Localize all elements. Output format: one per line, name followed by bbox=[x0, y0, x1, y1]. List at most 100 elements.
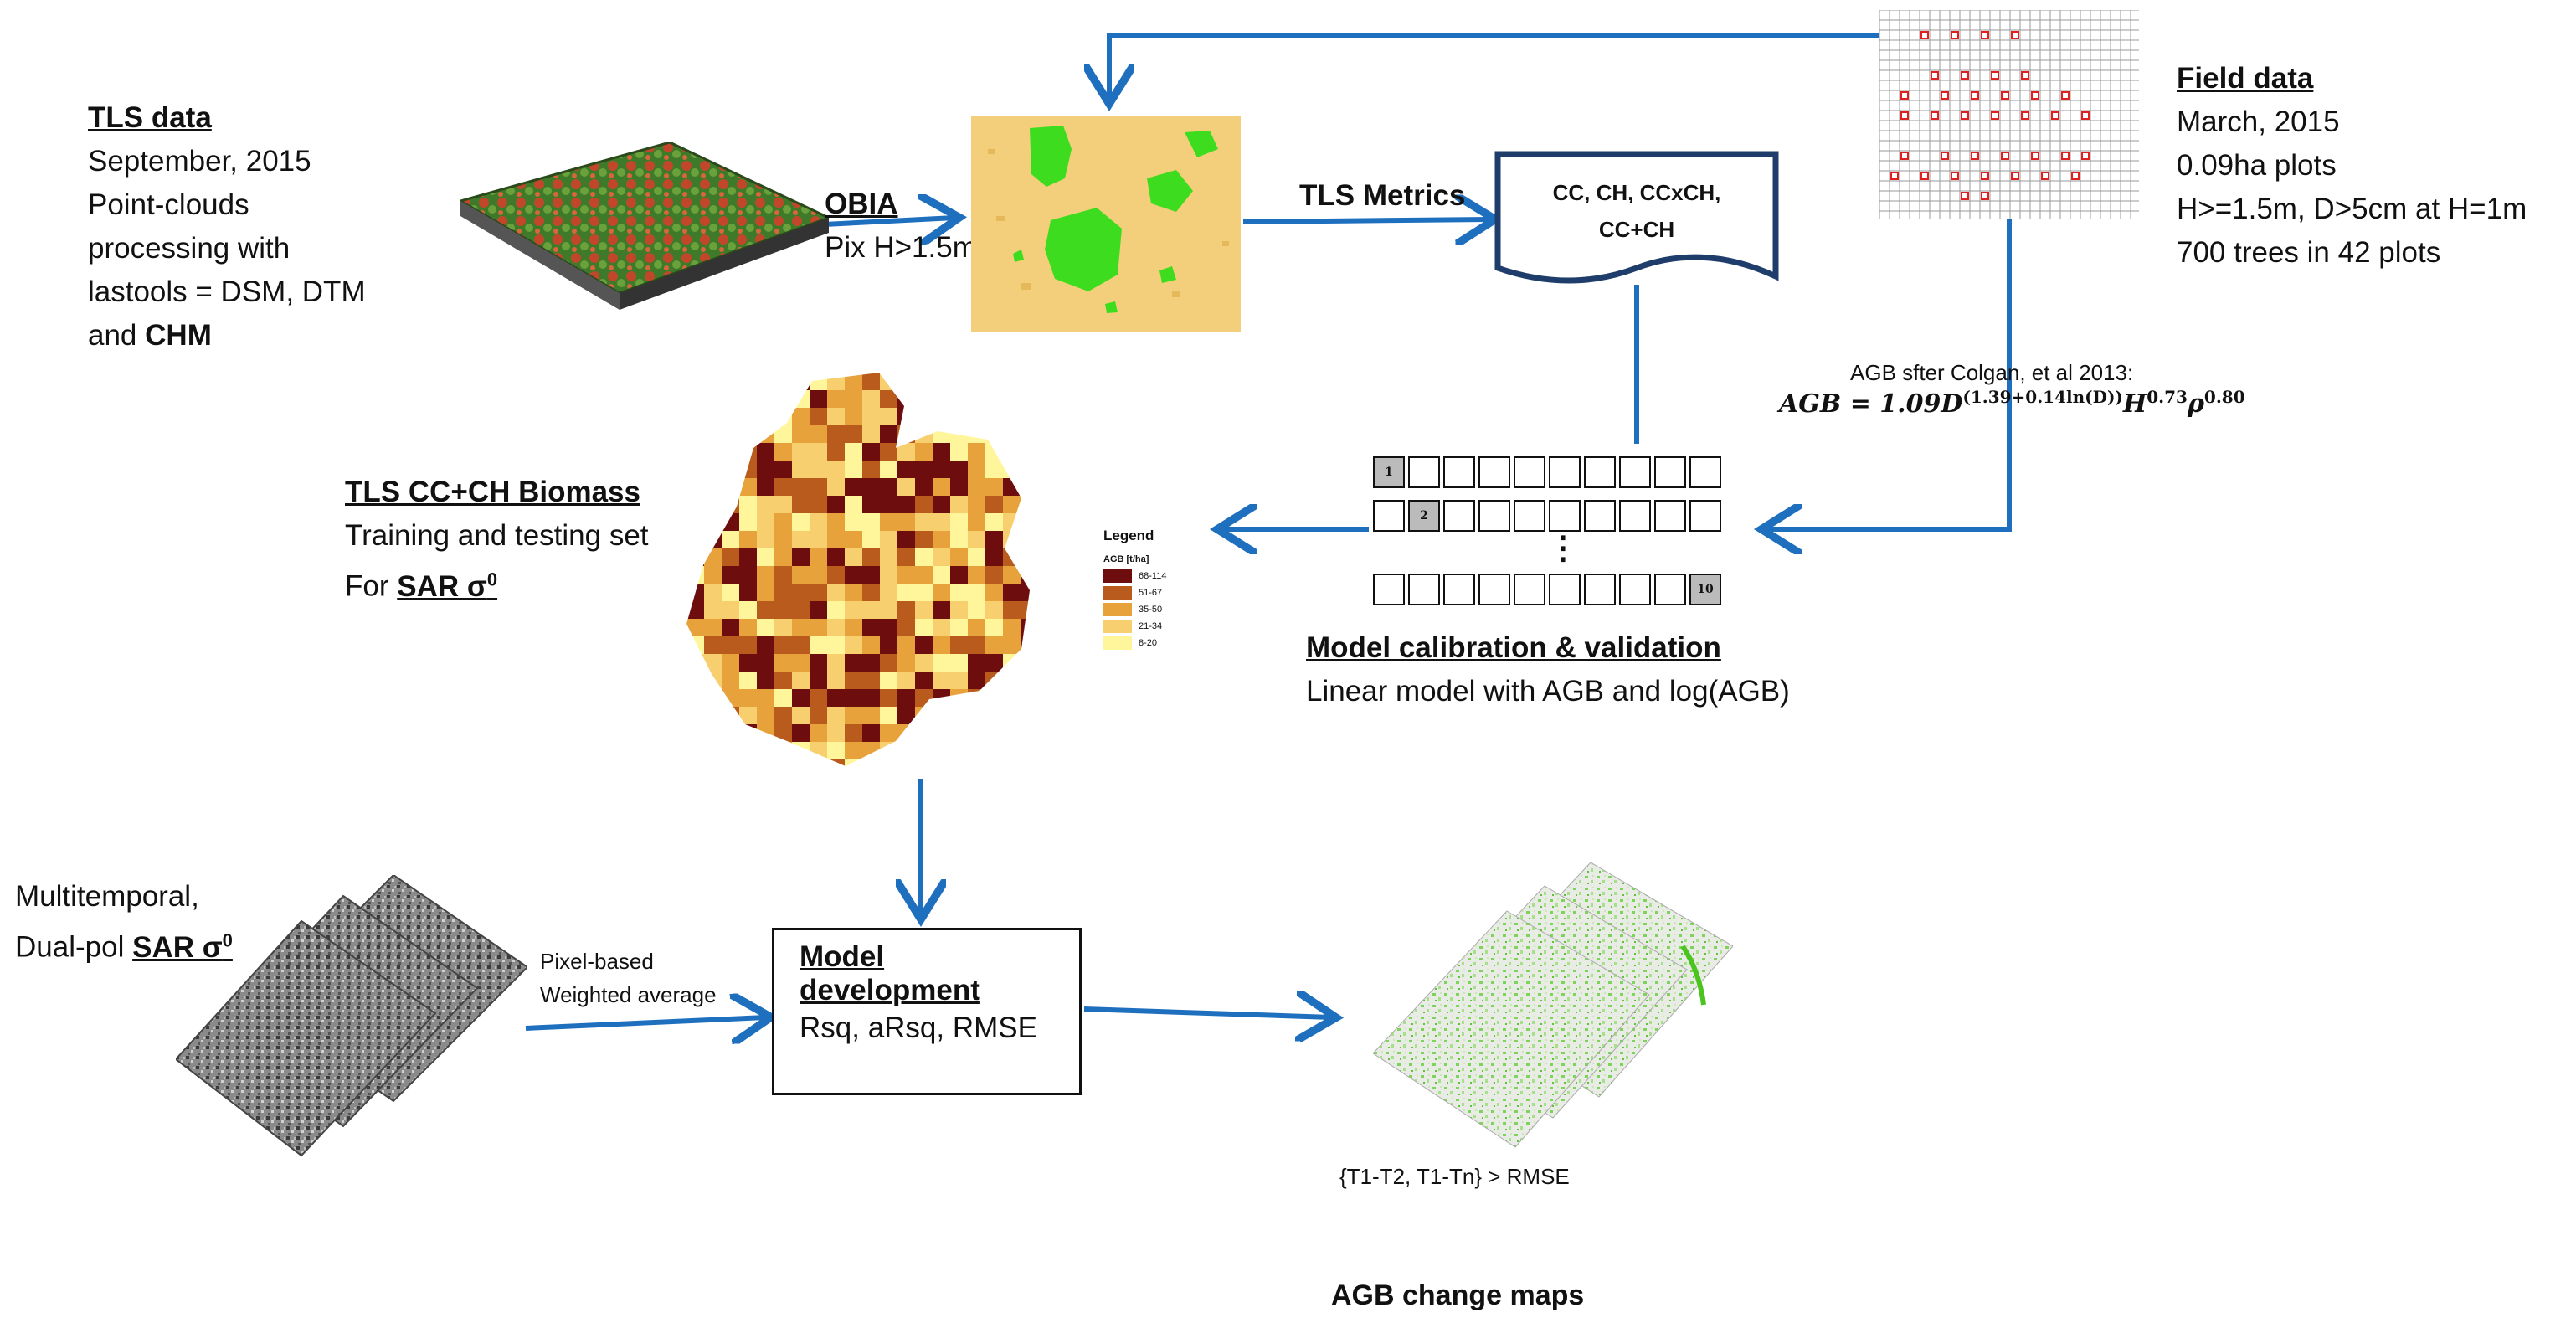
biomass-cell bbox=[880, 601, 897, 619]
model-development-box: Model development Rsq, aRsq, RMSE bbox=[772, 928, 1082, 1095]
field-plot-marker bbox=[2021, 111, 2029, 120]
biomass-cell bbox=[985, 531, 1003, 548]
biomass-cell bbox=[968, 654, 985, 672]
biomass-cell bbox=[1003, 672, 1021, 689]
biomass-cell bbox=[810, 584, 827, 601]
biomass-cell bbox=[810, 443, 827, 461]
biomass-cell bbox=[704, 496, 722, 513]
biomass-cell bbox=[739, 707, 757, 724]
agb-formula-caption: AGB sfter Colgan, et al 2013: bbox=[1850, 360, 2134, 385]
biomass-cell bbox=[862, 443, 880, 461]
biomass-cell bbox=[757, 584, 774, 601]
biomass-cell bbox=[950, 619, 968, 636]
biomass-cell bbox=[845, 478, 862, 496]
biomass-cell bbox=[757, 531, 774, 548]
biomass-cell bbox=[722, 724, 739, 742]
biomass-cell bbox=[739, 636, 757, 654]
biomass-cell bbox=[985, 425, 1003, 443]
biomass-cell bbox=[827, 443, 845, 461]
biomass-cell bbox=[880, 443, 897, 461]
fold-cell bbox=[1584, 574, 1616, 605]
biomass-cell bbox=[686, 408, 704, 425]
biomass-cell bbox=[915, 689, 933, 707]
fold-cell bbox=[1478, 574, 1510, 605]
biomass-cell bbox=[1021, 636, 1030, 654]
biomass-cell bbox=[757, 654, 774, 672]
biomass-cell bbox=[810, 461, 827, 478]
field-data-line-1: March, 2015 bbox=[2177, 106, 2340, 138]
biomass-cell bbox=[933, 584, 950, 601]
biomass-line-2: For SAR σ0 bbox=[345, 558, 649, 609]
biomass-cell bbox=[845, 759, 862, 766]
biomass-cell bbox=[722, 619, 739, 636]
legend-subtitle: AGB [t/ha] bbox=[1103, 554, 1149, 564]
biomass-cell bbox=[1021, 425, 1030, 443]
biomass-cell bbox=[968, 461, 985, 478]
biomass-cell bbox=[880, 707, 897, 724]
biomass-cell bbox=[897, 408, 915, 425]
biomass-cell bbox=[792, 724, 810, 742]
biomass-cell bbox=[757, 461, 774, 478]
biomass-cell bbox=[985, 707, 1003, 724]
biomass-cell bbox=[1021, 408, 1030, 425]
tls-data-line-4: lastools = DSM, DTM bbox=[88, 275, 366, 308]
biomass-cell bbox=[985, 689, 1003, 707]
biomass-cell bbox=[739, 601, 757, 619]
biomass-cell bbox=[897, 390, 915, 408]
field-plot-marker bbox=[1941, 152, 1949, 160]
biomass-cell bbox=[792, 513, 810, 531]
biomass-cell bbox=[810, 513, 827, 531]
biomass-cell bbox=[968, 513, 985, 531]
biomass-cell bbox=[897, 672, 915, 689]
biomass-cell bbox=[862, 513, 880, 531]
biomass-cell bbox=[985, 619, 1003, 636]
biomass-cell bbox=[897, 689, 915, 707]
biomass-cell bbox=[704, 548, 722, 566]
field-plot-marker bbox=[2001, 152, 2009, 160]
biomass-cell bbox=[1021, 373, 1030, 390]
biomass-cell bbox=[827, 531, 845, 548]
biomass-cell bbox=[810, 425, 827, 443]
pixel-based-line-1: Pixel-based bbox=[540, 949, 654, 974]
biomass-cell bbox=[757, 408, 774, 425]
agb-formula-h: H bbox=[2122, 389, 2147, 419]
biomass-cell bbox=[862, 707, 880, 724]
biomass-cell bbox=[1003, 478, 1021, 496]
biomass-map-image bbox=[686, 373, 1030, 766]
biomass-cell bbox=[897, 531, 915, 548]
biomass-cell bbox=[792, 461, 810, 478]
agb-formula-rho: ρ bbox=[2187, 389, 2204, 419]
biomass-cell bbox=[933, 390, 950, 408]
biomass-cell bbox=[915, 601, 933, 619]
biomass-cell bbox=[827, 478, 845, 496]
biomass-cell bbox=[985, 496, 1003, 513]
fold-cell-test: 10 bbox=[1689, 574, 1721, 605]
biomass-cell bbox=[774, 654, 792, 672]
field-plot-marker bbox=[1920, 172, 1929, 180]
field-plot-marker bbox=[2021, 71, 2029, 80]
field-plot-marker bbox=[1971, 152, 1979, 160]
field-plot-marker bbox=[2061, 152, 2070, 160]
biomass-cell bbox=[845, 707, 862, 724]
biomass-cell bbox=[757, 443, 774, 461]
biomass-cell bbox=[757, 425, 774, 443]
biomass-cell bbox=[862, 566, 880, 584]
biomass-cell bbox=[845, 531, 862, 548]
biomass-cell bbox=[722, 759, 739, 766]
biomass-cell bbox=[933, 601, 950, 619]
biomass-cell bbox=[897, 425, 915, 443]
biomass-cell bbox=[774, 707, 792, 724]
biomass-cell bbox=[985, 636, 1003, 654]
biomass-cell bbox=[827, 461, 845, 478]
biomass-cell bbox=[1021, 566, 1030, 584]
biomass-cell bbox=[810, 566, 827, 584]
biomass-cell bbox=[1021, 742, 1030, 759]
biomass-cell bbox=[915, 425, 933, 443]
field-plot-marker bbox=[2051, 111, 2059, 120]
biomass-cell bbox=[880, 566, 897, 584]
biomass-cell bbox=[1021, 707, 1030, 724]
biomass-cell bbox=[1021, 654, 1030, 672]
field-plot-marker bbox=[2011, 31, 2019, 39]
biomass-cell bbox=[722, 478, 739, 496]
biomass-cell bbox=[792, 636, 810, 654]
